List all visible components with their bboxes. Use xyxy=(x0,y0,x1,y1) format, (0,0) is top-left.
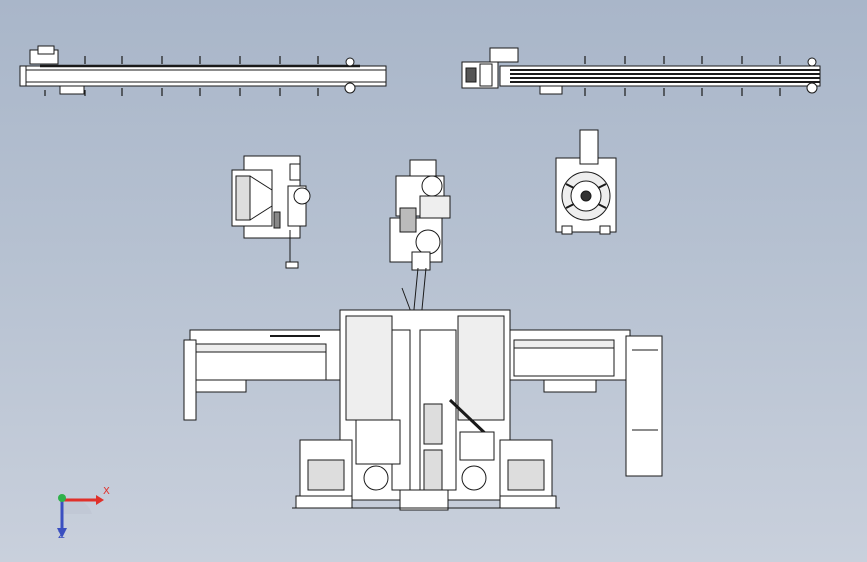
x-axis-arrowhead xyxy=(96,495,104,505)
z-axis-arrowhead xyxy=(57,528,67,538)
x-axis-label: X xyxy=(103,486,110,497)
main-assembly-front-view[interactable] xyxy=(183,309,663,511)
motor-unit[interactable] xyxy=(231,155,311,269)
robot-arm[interactable] xyxy=(389,159,451,331)
rotary-fixture[interactable] xyxy=(555,129,617,235)
top-left-conveyor[interactable] xyxy=(19,45,400,96)
z-axis-label: Z xyxy=(58,530,65,541)
y-axis-dot xyxy=(58,494,66,502)
axis-triad xyxy=(57,494,104,538)
top-right-conveyor[interactable] xyxy=(461,47,821,96)
